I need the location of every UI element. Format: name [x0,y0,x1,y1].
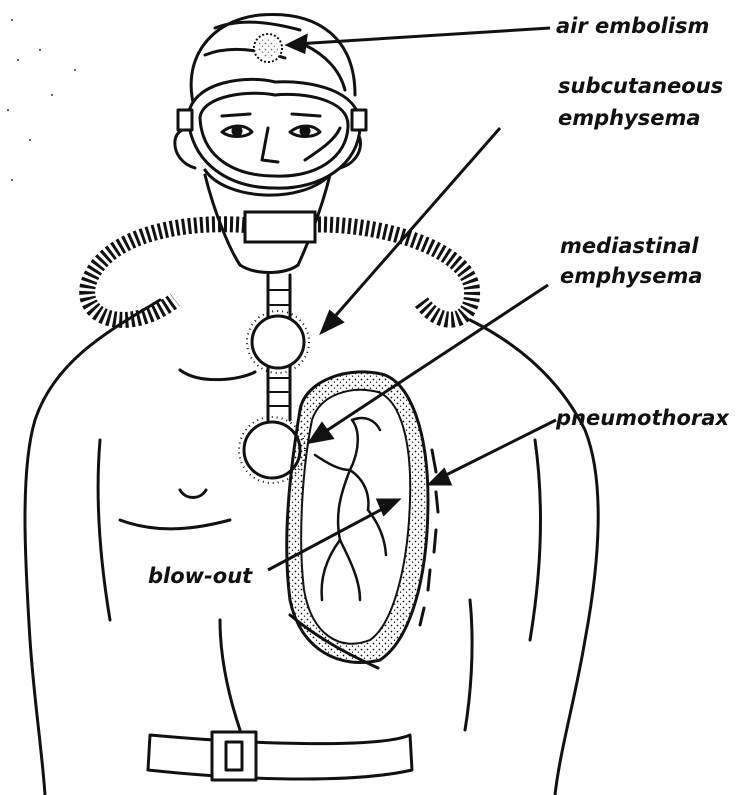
label-pneumothorax: pneumothorax [556,406,729,430]
label-air-embolism: air embolism [556,14,709,38]
label-blow-out: blow-out [148,564,252,588]
scan-speckle [7,19,76,181]
air-embolism-bubble [254,34,282,62]
label-subcutaneous: subcutaneous [558,74,723,98]
lung [287,372,438,663]
breathing-hose [87,212,472,320]
label-mediastinal-emphysema: emphysema [560,264,703,288]
subcutaneous-emphysema-bubble [247,311,309,373]
label-subcutaneous-emphysema: emphysema [558,106,701,130]
belt [148,732,412,780]
label-mediastinal: mediastinal [560,234,699,258]
